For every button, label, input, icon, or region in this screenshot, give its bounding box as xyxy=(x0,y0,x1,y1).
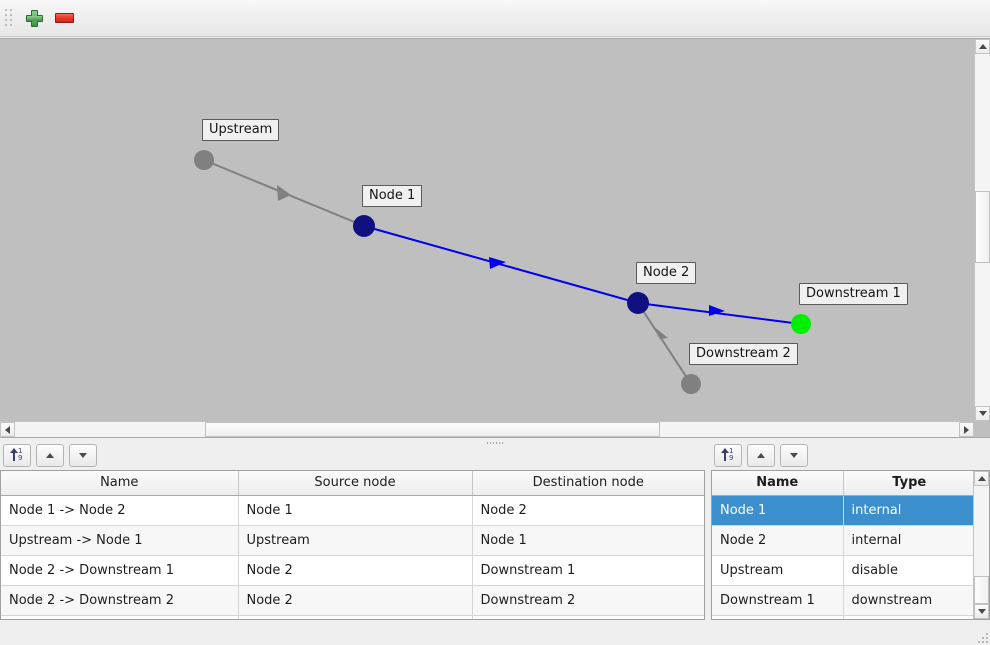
table-row[interactable]: Node 2 -> Downstream 2 Node 2 Downstream… xyxy=(1,585,704,616)
canvas-vertical-scrollbar[interactable] xyxy=(974,39,990,421)
node-type: internal xyxy=(843,495,975,526)
edge-node2-downstream1[interactable] xyxy=(637,302,802,325)
chevron-up-icon xyxy=(977,476,986,481)
link-destination: Node 1 xyxy=(472,525,704,556)
link-source: Node 2 xyxy=(238,585,473,616)
node-type: disable xyxy=(843,555,975,586)
node-name: Upstream xyxy=(712,555,844,586)
node-type: internal xyxy=(843,525,975,556)
edge-node1-node2[interactable] xyxy=(363,225,639,304)
link-destination: Node 2 xyxy=(472,495,704,526)
minus-icon xyxy=(54,13,74,23)
link-source: Node 2 xyxy=(238,555,473,586)
resize-grip-icon[interactable] xyxy=(976,631,988,643)
links-move-up-button[interactable] xyxy=(36,443,64,467)
nodes-table-scrollbar[interactable] xyxy=(973,471,989,619)
main-toolbar xyxy=(0,0,990,37)
links-column-source[interactable]: Source node xyxy=(238,471,473,496)
arrow-down-icon xyxy=(79,452,87,458)
graph-label-downstream1[interactable]: Downstream 1 xyxy=(799,283,908,305)
graph-canvas[interactable]: Upstream Node 1 Node 2 Downstream 1 Down… xyxy=(0,38,990,438)
arrow-up-icon xyxy=(46,452,54,458)
graph-label-node2[interactable]: Node 2 xyxy=(636,262,697,284)
edge-node2-downstream2[interactable] xyxy=(637,302,692,385)
scroll-up-button[interactable] xyxy=(975,39,990,54)
links-column-name[interactable]: Name xyxy=(1,471,239,496)
link-destination: Downstream 1 xyxy=(472,555,704,586)
scroll-right-button[interactable] xyxy=(959,422,974,437)
splitter-grip xyxy=(487,442,503,444)
graph-label-node1[interactable]: Node 1 xyxy=(362,185,423,207)
nodes-column-type[interactable]: Type xyxy=(843,471,975,496)
link-name: Node 2 -> Downstream 1 xyxy=(1,555,239,586)
toolbar-drag-handle[interactable] xyxy=(4,7,13,29)
nodes-header-row: Name Type xyxy=(712,471,975,496)
graph-node-downstream1[interactable] xyxy=(791,314,811,334)
links-table[interactable]: Name Source node Destination node Node 1… xyxy=(0,470,705,620)
link-source: Upstream xyxy=(238,525,473,556)
link-name: Upstream -> Node 1 xyxy=(1,525,239,556)
nodes-move-down-button[interactable] xyxy=(780,443,808,467)
node-type: downstream xyxy=(843,585,975,616)
table-filler-row xyxy=(712,615,975,619)
canvas-vscroll-thumb[interactable] xyxy=(975,191,990,263)
chevron-right-icon xyxy=(964,425,969,434)
table-row[interactable]: Node 1 -> Node 2 Node 1 Node 2 xyxy=(1,495,704,526)
table-row[interactable]: Node 2 -> Downstream 1 Node 2 Downstream… xyxy=(1,555,704,586)
graph-node-upstream[interactable] xyxy=(194,150,214,170)
add-button[interactable] xyxy=(19,4,49,32)
nodes-table[interactable]: Name Type Node 1 internal Node 2 interna… xyxy=(711,470,990,620)
scroll-down-button[interactable] xyxy=(975,406,990,421)
graph-node-downstream2[interactable] xyxy=(681,374,701,394)
links-header-row: Name Source node Destination node xyxy=(1,471,704,496)
arrow-up-icon xyxy=(757,452,765,458)
node-name: Node 2 xyxy=(712,525,844,556)
node-name: Downstream 1 xyxy=(712,585,844,616)
table-row[interactable]: Node 2 internal xyxy=(712,525,975,556)
table-filler-row xyxy=(1,615,704,619)
scroll-up-button[interactable] xyxy=(974,471,989,486)
table-row[interactable]: Node 1 internal xyxy=(712,495,975,526)
graph-label-downstream2[interactable]: Downstream 2 xyxy=(689,343,798,365)
arrow-down-icon xyxy=(790,452,798,458)
plus-icon xyxy=(25,9,43,27)
link-destination: Downstream 2 xyxy=(472,585,704,616)
edge-upstream-node1[interactable] xyxy=(203,159,365,227)
table-row[interactable]: Downstream 1 downstream xyxy=(712,585,975,616)
link-name: Node 2 -> Downstream 2 xyxy=(1,585,239,616)
table-row[interactable]: Upstream disable xyxy=(712,555,975,586)
table-row[interactable]: Upstream -> Node 1 Upstream Node 1 xyxy=(1,525,704,556)
chevron-left-icon xyxy=(5,425,10,434)
graph-svg xyxy=(194,150,811,394)
scroll-left-button[interactable] xyxy=(0,422,15,437)
link-name: Node 1 -> Node 2 xyxy=(1,495,239,526)
graph-node-node2[interactable] xyxy=(627,292,649,314)
nodes-move-up-button[interactable] xyxy=(747,443,775,467)
graph-node-node1[interactable] xyxy=(353,215,375,237)
chevron-down-icon xyxy=(977,609,986,614)
status-bar xyxy=(0,624,990,645)
links-column-destination[interactable]: Destination node xyxy=(472,471,704,496)
canvas-horizontal-scrollbar[interactable] xyxy=(0,421,974,437)
remove-button[interactable] xyxy=(49,4,79,32)
node-name: Node 1 xyxy=(712,495,844,526)
nodes-column-name[interactable]: Name xyxy=(712,471,844,496)
links-move-down-button[interactable] xyxy=(69,443,97,467)
chevron-down-icon xyxy=(978,411,987,416)
nodes-vscroll-thumb[interactable] xyxy=(974,576,989,604)
chevron-up-icon xyxy=(978,44,987,49)
link-source: Node 1 xyxy=(238,495,473,526)
scroll-down-button[interactable] xyxy=(974,604,989,619)
canvas-hscroll-thumb[interactable] xyxy=(205,422,660,437)
graph-label-upstream[interactable]: Upstream xyxy=(202,119,280,141)
horizontal-splitter[interactable] xyxy=(0,439,990,447)
